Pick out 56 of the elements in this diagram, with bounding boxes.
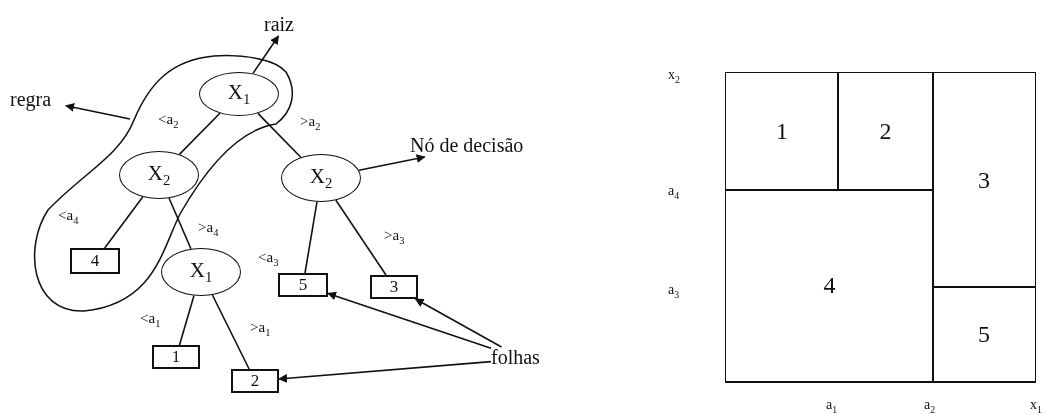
leaf-box [152,345,200,369]
branch-line [168,197,192,250]
node-label: 1 [171,347,181,367]
branch-line [178,294,195,346]
edge-label: >a$_{2}$ [300,114,321,133]
leaf-box [278,273,328,297]
edge-label: >a$_{3}$ [384,228,405,247]
region-number: 2 [879,118,892,145]
arrow [358,154,426,172]
edge-label: >a$_{1}$ [250,320,271,339]
annotation-text: raiz [264,14,308,36]
arrow [278,360,492,383]
region-number: 4 [823,272,836,299]
node-label: X$_{2}$ [147,160,171,190]
node-label: X$_{1}$ [227,79,251,109]
partition-region [725,72,839,191]
axis-label: a$_{1}$ [826,398,838,414]
partition-region [837,72,934,191]
node-label: X$_{2}$ [309,163,333,193]
partition-region [932,286,1036,381]
axis-label: x$_{1}$ [1030,398,1042,414]
leaf-box [70,248,120,274]
edge-label: <a$_{1}$ [140,311,161,330]
partition-region [932,72,1036,288]
arrow [252,35,280,75]
axis-label: a$_{3}$ [668,283,680,300]
node-label: X$_{1}$ [189,257,213,287]
node-label: 3 [389,277,399,297]
annotation-text: Nó de decisão [410,135,548,157]
node-label: 5 [298,275,308,295]
region-number: 3 [978,166,990,194]
branch-line [211,294,250,370]
branch-line [257,112,302,159]
axis-label: x$_{2}$ [668,68,680,85]
leaf-box [231,369,279,393]
annotation-text: folhas [491,347,555,371]
arrow [65,103,131,120]
partition-region [725,189,934,381]
node-label: 4 [90,251,100,271]
arrow [327,291,492,349]
branch-line [335,199,387,276]
axis-label: a$_{4}$ [668,184,680,201]
edge-label: >a$_{4}$ [198,220,219,239]
annotation-text: regra [10,89,66,111]
edge-label: <a$_{2}$ [158,112,179,131]
branch-line [304,201,318,274]
region-number: 1 [776,118,788,145]
node-label: 2 [250,371,260,391]
leaf-box [370,275,418,299]
branch-line [178,112,221,156]
region-number: 5 [978,320,990,348]
edge-label: <a$_{3}$ [258,250,279,269]
axis-label: a$_{2}$ [924,398,936,414]
edge-label: <a$_{4}$ [58,208,79,227]
branch-line [103,196,144,249]
arrow [414,298,503,348]
